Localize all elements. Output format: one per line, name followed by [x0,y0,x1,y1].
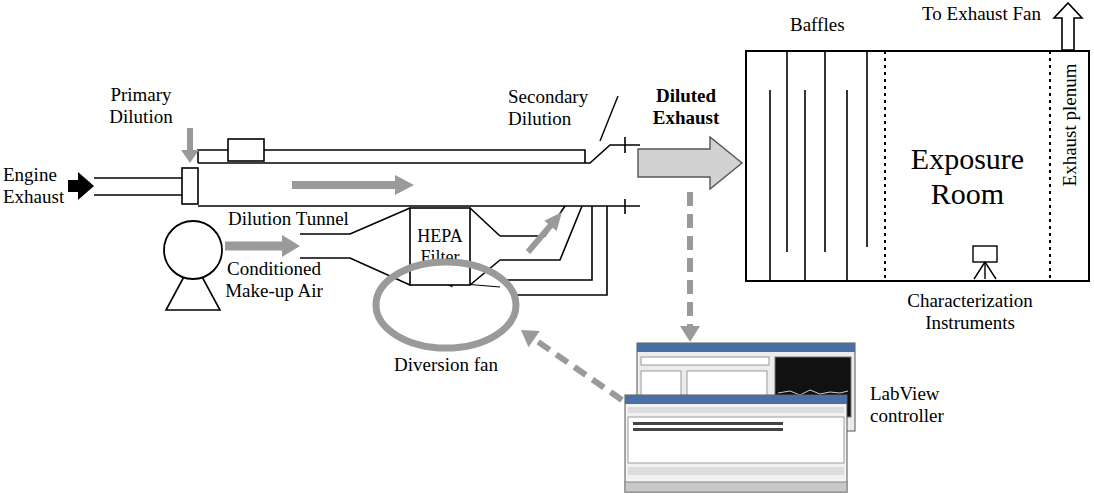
tunnel-flange [624,199,626,214]
controller-label: LabView controller [870,383,970,427]
exposure-room: BafflesExposure RoomExhaust plenum [745,50,1090,282]
secondary-flow-arrow [528,225,551,252]
secondary-leader [600,96,618,141]
tunnel-flow-arrow [292,181,396,189]
window-menu [628,407,844,413]
secondary-flow-arrowhead [544,212,562,231]
window-field [641,357,769,365]
chart-trace [778,390,848,395]
primary-dilution-collar [182,168,198,204]
baffle [769,90,771,281]
tripod-leg [985,262,996,279]
airflow-arrow-head [282,235,300,257]
tunnel-flow-arrowhead [395,175,414,195]
bypass-line [264,150,585,163]
fan-ring [376,262,516,348]
blower-housing [164,221,222,279]
engine-exhaust-arrow [68,172,94,200]
outlet-label: To Exhaust Fan [922,3,1041,25]
inlet-pipe [94,194,182,196]
window-titlebar [625,395,847,404]
tunnel-flange [624,137,626,153]
diversion-fan: Diversion fan [372,258,520,378]
filter-duct [470,208,500,236]
control-arrow [521,330,622,400]
airflow-arrow [225,235,300,257]
baffle [866,51,868,247]
inlet-label: Primary Dilution [100,84,182,128]
control-arrow-line [533,338,622,400]
labview-controller: LabView controller [625,343,965,494]
baffle [824,51,826,252]
tripod-leg [984,262,985,279]
diluted-exhaust-arrow [638,137,742,189]
signal-arrow [680,192,700,342]
secondary-duct [500,206,582,260]
bypass-box [228,139,264,161]
terminal-line [633,428,783,431]
secondary-duct [500,206,565,236]
inlet-label: Engine Exhaust [3,164,67,208]
terminal-area [628,417,844,463]
baffle [846,90,848,281]
bypass-line [198,150,228,163]
status-bar [628,467,844,475]
instrument-label: Characterization Instruments [870,290,1070,334]
airflow-arrow-line [225,242,284,251]
signal-arrow-head [680,326,700,342]
plenum-label: Exhaust plenum [1059,64,1081,187]
filter-box [410,208,470,285]
screen-divider [1049,51,1051,281]
diversion-duct [515,206,607,295]
window-frame [625,395,847,492]
tunnel-label: Dilution Tunnel [228,208,349,230]
fan-label: Diversion fan [372,354,520,376]
tripod-leg [974,262,985,279]
taskbar [625,482,847,492]
instrument-body [973,246,997,262]
diluted-exhaust: Diluted Exhaust [635,85,745,190]
terminal-line [633,422,783,425]
baffles-label: Baffles [790,14,845,36]
primary-dilution-arrowhead [181,150,199,163]
inlet-label: Secondary Dilution [508,86,600,130]
exhaust-fan-arrow [1054,3,1082,50]
makeup-air-blower-outline [163,220,223,312]
tunnel-wall [198,205,640,207]
inlet-pipe [94,177,182,179]
flow-label: Diluted Exhaust [640,85,732,129]
screen-divider [884,51,886,281]
baffle [804,90,806,281]
window-titlebar [637,343,855,352]
primary-dilution-arrow [187,128,193,150]
room-title: Exposure Room [885,142,1050,211]
makeup-air-blower: Conditioned Make-up Air [163,220,223,312]
control-arrow-head [521,330,540,347]
diversion-duct [505,206,592,280]
signal-arrow-line [687,192,693,328]
baffle [786,51,788,252]
blower-label: Conditioned Make-up Air [223,258,325,302]
filter-duct [300,258,410,285]
room-wall [746,51,1089,281]
